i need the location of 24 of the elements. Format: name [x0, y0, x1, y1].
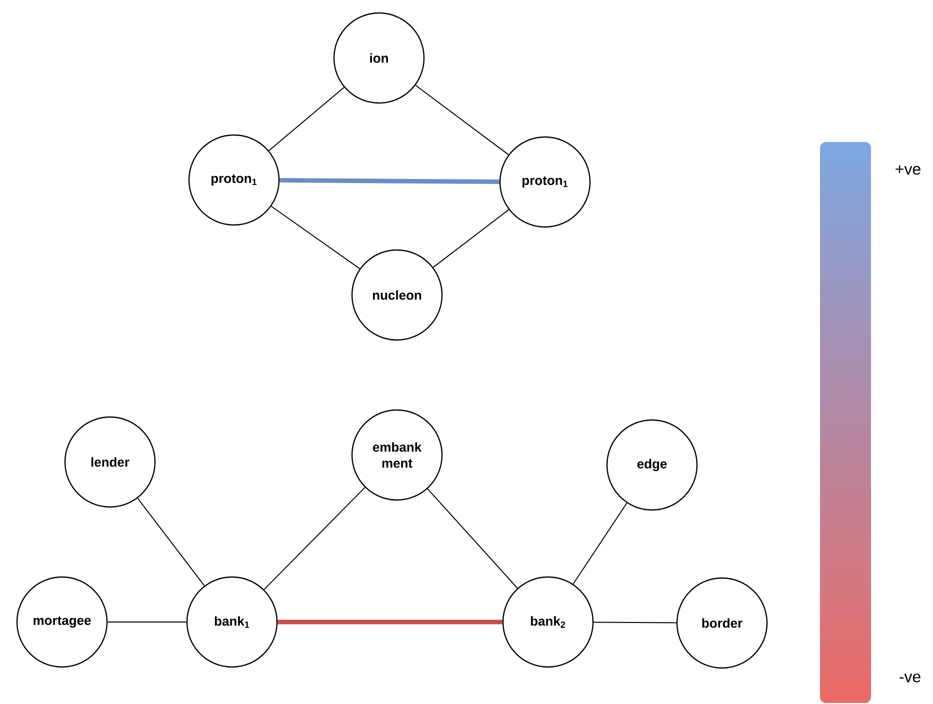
connector-line [268, 86, 345, 152]
circle-node: bank$_{1}$ [186, 576, 278, 668]
connector-line [270, 206, 360, 270]
circle-node: proton$_{1}$ [499, 136, 591, 228]
scale-label: +ve [896, 165, 920, 175]
connector-line [264, 486, 366, 590]
circle-node: embank ment [351, 409, 443, 501]
circle-node: proton$_{1}$ [188, 134, 280, 226]
connector-line [432, 209, 510, 268]
circle-node: mortagee [16, 576, 108, 668]
connector-line [415, 84, 509, 156]
circle-node: bank$_{2}$ [502, 576, 594, 668]
connector-line [278, 620, 502, 624]
circle-node: border [676, 577, 768, 669]
connector-line [427, 488, 518, 589]
connector-line [137, 498, 205, 586]
circle-node: edge [606, 419, 698, 511]
connector-line [593, 622, 677, 624]
circle-node: ion [333, 12, 425, 104]
circle-node: nucleon [351, 249, 443, 341]
connector-line [280, 178, 500, 184]
circle-node: lender [64, 416, 156, 508]
scale-label: -ve [900, 674, 920, 682]
connector-line [572, 502, 628, 584]
